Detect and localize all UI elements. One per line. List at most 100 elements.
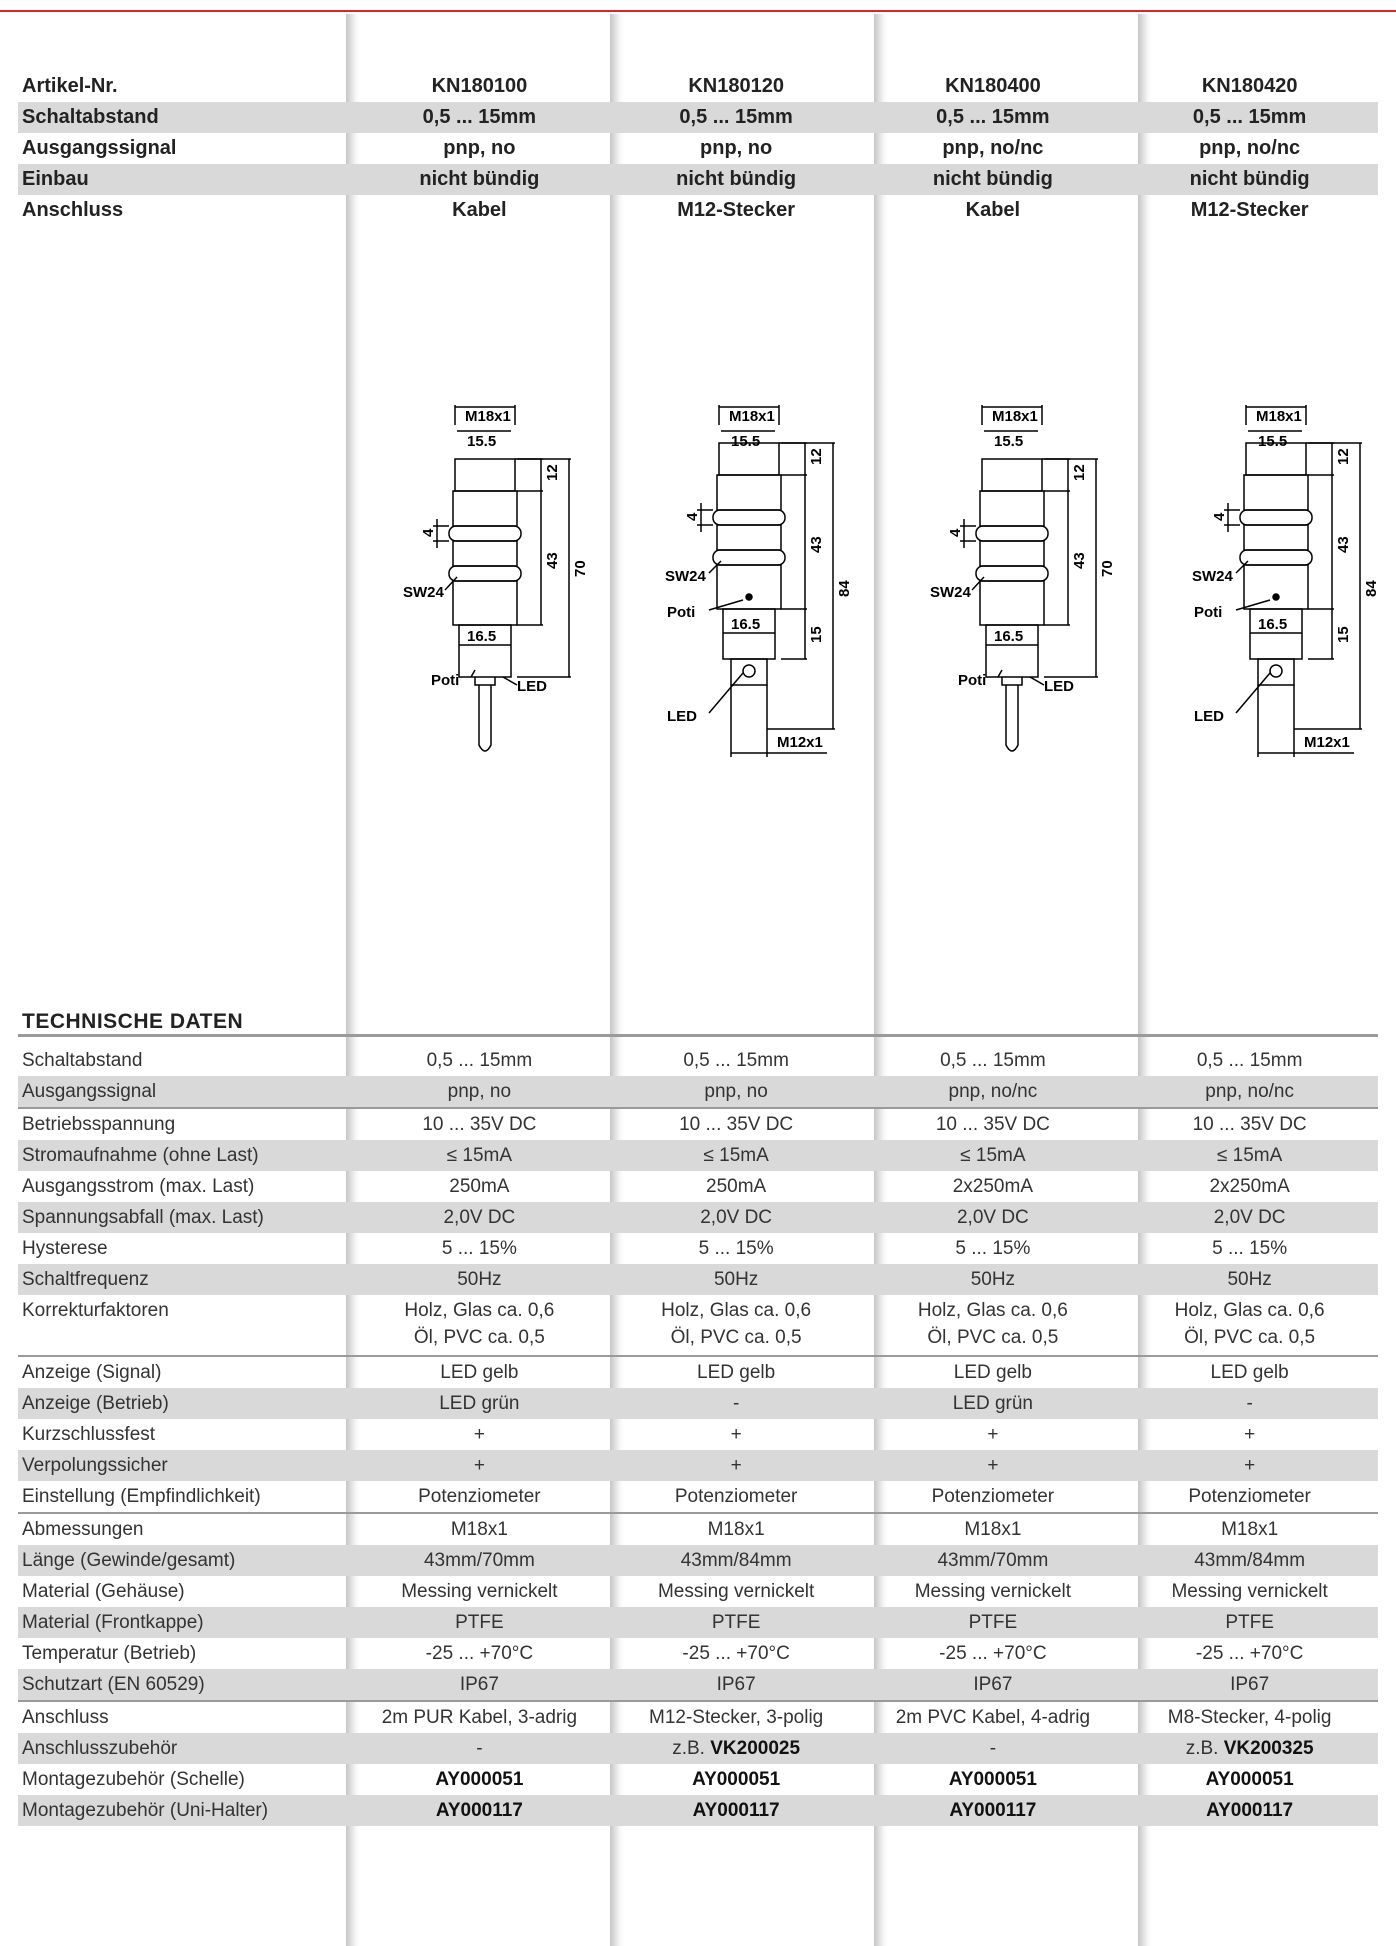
- factor-line: Holz, Glas ca. 0,6: [404, 1300, 555, 1321]
- cell-value: nicht bündig: [864, 164, 1122, 195]
- cell-value: +: [730, 1424, 742, 1445]
- cell-value: Potenziometer: [418, 1486, 541, 1507]
- cell-value: pnp, no/nc: [864, 1076, 1122, 1108]
- cell-value: IP67: [351, 1669, 608, 1701]
- row-label: Ausgangssignal: [22, 137, 177, 159]
- row-label: Anschluss: [18, 1700, 351, 1733]
- dim-43-label: 43: [544, 552, 561, 569]
- row-label: Hysterese: [22, 1238, 108, 1259]
- table-row: Anschluss 2m PUR Kabel, 3-adrig M12-Stec…: [18, 1700, 1378, 1733]
- thread-label: M18x1: [992, 408, 1038, 425]
- cell-value: LED gelb: [607, 1355, 865, 1388]
- cell-value: 0,5 ... 15mm: [940, 1050, 1046, 1071]
- accessory-code: AY000051: [948, 1769, 1037, 1790]
- cell-value: PTFE: [1121, 1607, 1378, 1638]
- table-row: Schaltfrequenz 50Hz 50Hz 50Hz 50Hz: [18, 1264, 1378, 1295]
- cell-value: M18x1: [351, 1512, 608, 1545]
- cell-value: -: [351, 1733, 608, 1764]
- cell-value: Potenziometer: [931, 1486, 1055, 1507]
- cell-value: +: [1121, 1450, 1378, 1481]
- cell-value: Messing vernickelt: [401, 1581, 558, 1602]
- row-label: Stromaufnahme (ohne Last): [18, 1140, 351, 1171]
- cell-value: M18x1: [1121, 1512, 1378, 1545]
- poti-label: Poti: [431, 672, 459, 689]
- dim-43-label: 43: [1071, 552, 1088, 569]
- row-label: Material (Gehäuse): [22, 1581, 185, 1602]
- dim-15-label: 15: [1335, 626, 1352, 643]
- row-label: Spannungsabfall (max. Last): [18, 1202, 351, 1233]
- table-row: Kurzschlussfest + + + +: [18, 1419, 1378, 1450]
- cell-value: +: [351, 1450, 608, 1481]
- cell-value: z.B. VK200025: [607, 1733, 865, 1764]
- cell-value: LED grün: [351, 1388, 608, 1419]
- cell-value: 43mm/84mm: [607, 1545, 865, 1576]
- row-label: Montagezubehör (Schelle): [22, 1769, 245, 1790]
- cell-value: 43mm/84mm: [1121, 1545, 1378, 1576]
- cell-value: IP67: [864, 1669, 1122, 1701]
- article-number: KN180120: [688, 75, 784, 97]
- cell-value: 0,5 ... 15mm: [351, 102, 608, 133]
- cell-value: 43mm/70mm: [351, 1545, 608, 1576]
- sw-label: SW24: [930, 584, 972, 601]
- cell-value: 0,5 ... 15mm: [864, 102, 1122, 133]
- section-title: TECHNISCHE DATEN: [22, 1010, 244, 1033]
- cell-value: 50Hz: [1121, 1264, 1378, 1295]
- table-row: Spannungsabfall (max. Last) 2,0V DC 2,0V…: [18, 1202, 1378, 1233]
- cell-value: +: [473, 1424, 485, 1445]
- row-label: Einstellung (Empfindlichkeit): [22, 1486, 261, 1507]
- sensor-drawing-cable: M18x1 15.5 12 43 70 4 SW24 16.5 Poti LED: [902, 385, 1122, 785]
- table-row: Verpolungssicher + + + +: [18, 1450, 1378, 1481]
- accessory-code: AY000117: [435, 1800, 523, 1821]
- cell-value: 2m PVC Kabel, 4-adrig: [864, 1700, 1122, 1733]
- cell-value: AY000051: [865, 1764, 1122, 1795]
- width-bottom-label: 16.5: [1258, 616, 1287, 633]
- dim-total-label: 70: [572, 560, 589, 577]
- section-divider: [18, 1034, 1378, 1037]
- example-prefix: z.B.: [1185, 1738, 1219, 1759]
- cell-value: nicht bündig: [607, 164, 865, 195]
- cell-value: M18x1: [607, 1512, 865, 1545]
- cell-value: PTFE: [864, 1607, 1122, 1638]
- factor-line: Holz, Glas ca. 0,6: [1174, 1300, 1325, 1321]
- width-bottom-label: 16.5: [731, 616, 760, 633]
- cell-value: pnp, no: [351, 1076, 608, 1108]
- cell-value: 0,5 ... 15mm: [683, 1050, 789, 1071]
- top-red-line: [0, 10, 1396, 12]
- dim-4-label: 4: [947, 528, 964, 537]
- cell-value: 5 ... 15%: [1212, 1238, 1288, 1259]
- cell-value: pnp, no: [700, 137, 773, 159]
- cell-value: AY000117: [1121, 1795, 1378, 1826]
- cell-value: LED gelb: [351, 1355, 608, 1388]
- dim-43-label: 43: [1335, 536, 1352, 553]
- row-label: Kurzschlussfest: [22, 1424, 156, 1445]
- cell-value: IP67: [1121, 1669, 1378, 1701]
- table-row: Ausgangssignal pnp, no pnp, no pnp, no/n…: [18, 1076, 1378, 1108]
- accessory-code: AY000117: [692, 1800, 780, 1821]
- sensor-drawing-cable: M18x1 15.5 12 43 70 4 SW24 16.5 Poti LED: [375, 385, 595, 785]
- accessory-code: AY000051: [435, 1769, 524, 1790]
- cell-value: ≤ 15mA: [607, 1140, 865, 1171]
- table-row: Einstellung (Empfindlichkeit) Potenziome…: [18, 1481, 1378, 1513]
- row-label: Schutzart (EN 60529): [18, 1669, 351, 1701]
- cell-value: pnp, no: [443, 137, 516, 159]
- dim-12-label: 12: [1071, 464, 1088, 481]
- dim-12-label: 12: [544, 464, 561, 481]
- cell-value: 2,0V DC: [351, 1202, 608, 1233]
- cell-value: Potenziometer: [674, 1486, 798, 1507]
- cell-value: -: [607, 1388, 865, 1419]
- cell-value: Messing vernickelt: [657, 1581, 815, 1602]
- cell-value: pnp, no/nc: [1199, 137, 1301, 159]
- table-row: Schutzart (EN 60529) IP67 IP67 IP67 IP67: [18, 1669, 1378, 1701]
- sw-label: SW24: [665, 568, 707, 585]
- cell-value: 10 ... 35V DC: [864, 1107, 1122, 1140]
- cell-value: 250mA: [706, 1176, 767, 1197]
- table-row: Länge (Gewinde/gesamt) 43mm/70mm 43mm/84…: [18, 1545, 1378, 1576]
- poti-label: Poti: [667, 604, 695, 621]
- dim-total-label: 84: [836, 580, 853, 597]
- cell-value: Messing vernickelt: [914, 1581, 1072, 1602]
- technical-data-table: Schaltabstand 0,5 ... 15mm 0,5 ... 15mm …: [18, 1045, 1378, 1826]
- header-row-einbau: Einbau nicht bündig nicht bündig nicht b…: [18, 164, 1378, 195]
- table-row: Hysterese 5 ... 15% 5 ... 15% 5 ... 15% …: [18, 1233, 1378, 1264]
